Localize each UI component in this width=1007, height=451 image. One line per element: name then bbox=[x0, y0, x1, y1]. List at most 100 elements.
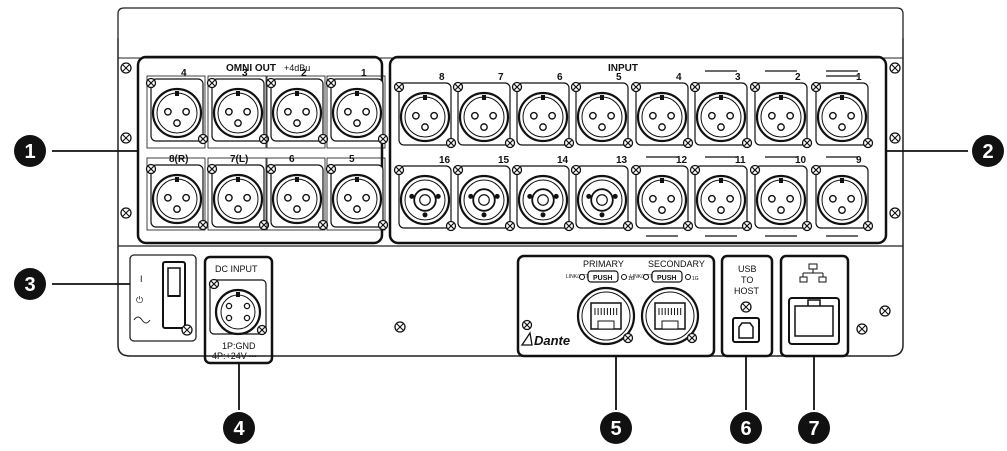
input-connector[interactable]: 6 bbox=[511, 72, 575, 149]
screw-icon bbox=[197, 219, 209, 231]
screw-icon bbox=[630, 164, 642, 176]
screw-icon bbox=[393, 81, 405, 93]
screw-icon bbox=[511, 81, 523, 93]
input-title-box bbox=[603, 61, 653, 73]
screw-icon bbox=[879, 305, 891, 317]
screw-icon bbox=[377, 219, 389, 231]
screw-icon bbox=[504, 220, 516, 232]
screw-icon bbox=[197, 133, 209, 145]
combo-connector[interactable]: 16 bbox=[393, 155, 457, 232]
dc-input-title: DC INPUT bbox=[215, 264, 258, 274]
connector-number: 2 bbox=[795, 72, 801, 83]
omni-connector[interactable]: 6 bbox=[265, 154, 329, 231]
screw-icon bbox=[686, 332, 698, 344]
network-icon bbox=[799, 263, 827, 283]
input-connector[interactable]: 12 bbox=[630, 155, 694, 232]
input-connector[interactable]: 2 bbox=[749, 72, 813, 149]
screw-icon bbox=[511, 164, 523, 176]
power-cord-icon bbox=[133, 316, 151, 324]
screw-icon bbox=[563, 137, 575, 149]
combo-connector[interactable]: 14 bbox=[511, 155, 575, 232]
callout-lines bbox=[52, 150, 968, 410]
connector-number: 6 bbox=[289, 154, 295, 165]
combo-connector[interactable]: 15 bbox=[452, 155, 516, 232]
screw-icon bbox=[452, 164, 464, 176]
screw-icon bbox=[889, 207, 901, 219]
omni-connector[interactable]: 5 bbox=[325, 154, 389, 231]
connector-number: 12 bbox=[676, 155, 688, 166]
screw-icon bbox=[265, 163, 277, 175]
input-connector[interactable]: 8 bbox=[393, 72, 457, 149]
dante-secondary-label: SECONDARY bbox=[648, 259, 705, 269]
screw-icon bbox=[741, 220, 753, 232]
dc-input-pin1: 1P:GND bbox=[222, 341, 256, 351]
callout-number: 4 bbox=[233, 418, 245, 440]
input-connector[interactable]: 4 bbox=[630, 72, 694, 149]
screw-icon bbox=[325, 163, 337, 175]
callout-number: 7 bbox=[808, 418, 819, 440]
usb-label-line3: HOST bbox=[734, 286, 760, 296]
connector-number: 15 bbox=[498, 155, 510, 166]
push-label: PUSH bbox=[593, 275, 612, 282]
connector-number: 1 bbox=[361, 68, 367, 79]
screw-icon bbox=[377, 133, 389, 145]
screw-icon bbox=[570, 164, 582, 176]
dc-input-connector[interactable] bbox=[208, 278, 268, 336]
screw-icon bbox=[862, 220, 874, 232]
callout-2: 2 bbox=[972, 135, 1004, 167]
omni-connector[interactable]: 8(R) bbox=[145, 154, 209, 231]
screw-icon bbox=[749, 81, 761, 93]
omni-connector[interactable]: 2 bbox=[265, 68, 329, 145]
link-act-label: LINK/ACT bbox=[566, 274, 589, 280]
screw-icon bbox=[394, 321, 406, 333]
screw-icon bbox=[682, 220, 694, 232]
screw-icon bbox=[445, 220, 457, 232]
callout-number: 2 bbox=[982, 141, 993, 163]
connector-number: 3 bbox=[242, 68, 248, 79]
input-connector[interactable]: 9 bbox=[810, 155, 874, 232]
screw-icon bbox=[120, 207, 132, 219]
callout-number: 1 bbox=[24, 141, 35, 163]
screw-icon bbox=[258, 219, 270, 231]
input-connector[interactable]: 5 bbox=[570, 72, 634, 149]
screw-icon bbox=[325, 77, 337, 89]
usb-panel bbox=[720, 254, 774, 358]
screw-icon bbox=[689, 81, 701, 93]
network-port[interactable] bbox=[794, 305, 834, 337]
combo-connector[interactable]: 13 bbox=[570, 155, 634, 232]
screw-icon bbox=[145, 77, 157, 89]
input-connector[interactable]: 7 bbox=[452, 72, 516, 149]
screw-icon bbox=[689, 164, 701, 176]
omni-connector[interactable]: 4 bbox=[145, 68, 209, 145]
input-connector[interactable]: 1 bbox=[810, 72, 874, 149]
omni-connector[interactable]: 1 bbox=[325, 68, 389, 145]
connector-number: 2 bbox=[301, 68, 307, 79]
screw-icon bbox=[393, 164, 405, 176]
connector-number: 10 bbox=[795, 155, 807, 166]
chassis-outline bbox=[117, 38, 904, 357]
screw-icon bbox=[749, 164, 761, 176]
input-connector[interactable]: 3 bbox=[689, 72, 753, 149]
screw-icon bbox=[256, 324, 268, 336]
push-label: PUSH bbox=[657, 275, 676, 282]
omni-connector[interactable]: 7(L) bbox=[206, 154, 270, 231]
input-connector[interactable]: 10 bbox=[749, 155, 813, 232]
omni-out-bank bbox=[136, 55, 384, 245]
screw-icon bbox=[317, 133, 329, 145]
input-connector[interactable]: 11 bbox=[689, 155, 753, 232]
screw-icon bbox=[265, 77, 277, 89]
connector-number: 6 bbox=[557, 72, 563, 83]
screw-icon bbox=[889, 62, 901, 74]
power-standby-mark: ⏻ bbox=[136, 295, 143, 305]
screw-icon bbox=[810, 164, 822, 176]
connector-number: 4 bbox=[676, 72, 682, 83]
omni-out-row-bottom: 8(R)7(L) 6 5 bbox=[145, 154, 389, 231]
input-title: INPUT bbox=[608, 63, 638, 74]
omni-connector[interactable]: 3 bbox=[206, 68, 270, 145]
